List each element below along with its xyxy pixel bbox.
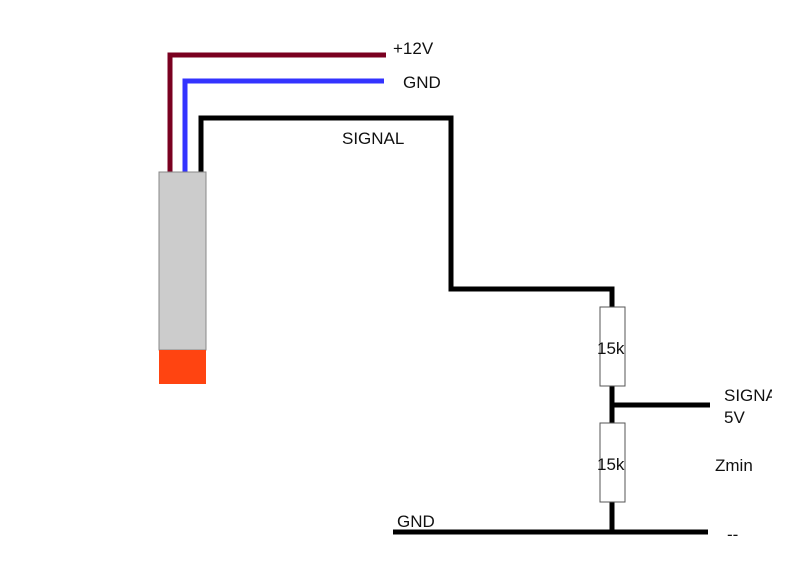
resistor-1 [599, 306, 626, 387]
wire-12v [167, 52, 386, 172]
label-signal-out: SIGNAL [724, 386, 786, 405]
label-zmin: Zmin [715, 456, 753, 475]
label-minus: -- [727, 525, 738, 544]
resistor-2 [599, 422, 626, 503]
sensor-body [158, 171, 207, 351]
wire-signal [198, 115, 615, 307]
label-5v: 5V [724, 408, 745, 427]
label-r1: 15k [597, 339, 625, 358]
label-gnd-bottom: GND [397, 512, 435, 531]
label-12v: +12V [393, 39, 434, 58]
sensor-tip [159, 350, 206, 384]
wire-gnd [182, 78, 384, 172]
label-r2: 15k [597, 455, 625, 474]
label-gnd-top: GND [403, 73, 441, 92]
label-signal: SIGNAL [342, 129, 404, 148]
